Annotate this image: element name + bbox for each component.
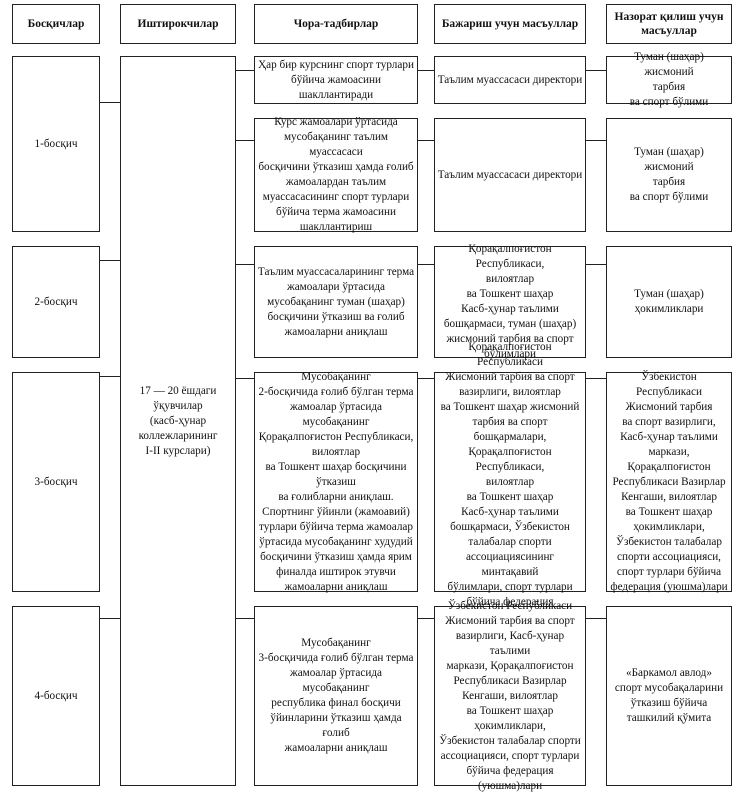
connector-activity-5 <box>236 618 254 619</box>
header-supervisors: Назорат қилиш учун масъуллар <box>606 4 732 44</box>
connector-activity-3 <box>236 264 254 265</box>
supervisor-3-text: Туман (шаҳар) ҳокимликлари <box>634 288 704 315</box>
connector-executor-1 <box>418 70 434 71</box>
activity-5-text: Мусобақанинг 3-босқичида ғолиб бўлган те… <box>258 637 414 754</box>
supervisor-4-text: Ўзбекистон Республикаси Жисмоний тарбия … <box>610 370 728 593</box>
supervisor-row-5: «Баркамол авлод» спорт мусобақаларини ўт… <box>606 606 732 786</box>
supervisor-row-2: Туман (шаҳар) жисмоний тарбия ва спорт б… <box>606 118 732 232</box>
connector-executor-3 <box>418 264 434 265</box>
connector-supervisor-1 <box>586 70 606 71</box>
connector-activity-4 <box>236 378 254 379</box>
stage-2: 2-босқич <box>12 246 100 358</box>
executor-4-text: Қорақалпоғистон Республикаси Жисмоний та… <box>440 340 580 623</box>
activity-row-5: Мусобақанинг 3-босқичида ғолиб бўлган те… <box>254 606 418 786</box>
activity-row-2: Курс жамоалари ўртасида мусобақанинг таъ… <box>254 116 418 233</box>
connector-supervisor-2 <box>586 140 606 141</box>
connector-stage-3 <box>100 376 120 377</box>
stage-3-label: 3-босқич <box>34 475 78 488</box>
supervisor-row-3: Туман (шаҳар) ҳокимликлари <box>606 246 732 358</box>
activity-row-4: Мусобақанинг 2-босқичида ғолиб бўлган те… <box>254 370 418 593</box>
header-participants: Иштирокчилар <box>120 4 236 44</box>
header-stages: Босқичлар <box>12 4 100 44</box>
activity-2-text: Курс жамоалари ўртасида мусобақанинг таъ… <box>258 116 414 233</box>
header-executors-label: Бажариш учун масъуллар <box>441 18 579 30</box>
executor-row-5: Ўзбекистон Республикаси Жисмоний тарбия … <box>434 600 586 792</box>
executor-row-4: Қорақалпоғистон Республикаси Жисмоний та… <box>434 341 586 623</box>
connector-stage-1 <box>100 102 120 103</box>
header-activities-label: Чора-тадбирлар <box>293 18 379 30</box>
stage-1-label: 1-босқич <box>34 137 78 150</box>
activity-row-3: Таълим муассасаларининг терма жамоалари … <box>254 246 418 358</box>
activity-1-text: Ҳар бир курснинг спорт турлари бўйича жа… <box>258 58 414 101</box>
supervisor-row-1: Туман (шаҳар) жисмоний тарбия ва спорт б… <box>606 51 732 108</box>
stage-1: 1-босқич <box>12 56 100 232</box>
connector-executor-4 <box>418 378 434 379</box>
supervisor-row-4: Ўзбекистон Республикаси Жисмоний тарбия … <box>606 370 732 593</box>
connector-executor-2 <box>418 140 434 141</box>
stage-3: 3-босқич <box>12 372 100 592</box>
header-supervisors-label: Назорат қилиш учун масъуллар <box>614 11 724 37</box>
executor-1-text: Таълим муассасаси директори <box>437 73 583 86</box>
participants-label: 17 — 20 ёшдаги ўқувчилар (касб-ҳунар кол… <box>138 384 218 457</box>
supervisor-5-text: «Баркамол авлод» спорт мусобақаларини ўт… <box>614 667 724 724</box>
connector-activity-2 <box>236 140 254 141</box>
activity-4-text: Мусобақанинг 2-босқичида ғолиб бўлган те… <box>258 370 414 593</box>
executor-row-3: Қорақалпоғистон Республикаси, вилоятлар … <box>434 243 586 360</box>
connector-stage-2 <box>100 260 120 261</box>
executor-2-text: Таълим муассасаси директори <box>437 168 583 181</box>
executor-5-text: Ўзбекистон Республикаси Жисмоний тарбия … <box>439 599 581 792</box>
connector-supervisor-5 <box>586 618 606 619</box>
connector-executor-5 <box>418 618 434 619</box>
executor-3-text: Қорақалпоғистон Республикаси, вилоятлар … <box>443 243 577 360</box>
connector-stage-4 <box>100 618 120 619</box>
supervisor-1-text: Туман (шаҳар) жисмоний тарбия ва спорт б… <box>629 51 709 108</box>
participants-box: 17 — 20 ёшдаги ўқувчилар (касб-ҳунар кол… <box>120 56 236 786</box>
connector-supervisor-3 <box>586 264 606 265</box>
header-executors: Бажариш учун масъуллар <box>434 4 586 44</box>
connector-supervisor-4 <box>586 378 606 379</box>
stage-2-label: 2-босқич <box>34 295 78 308</box>
stage-4-label: 4-босқич <box>34 689 78 702</box>
header-stages-label: Босқичлар <box>27 18 85 30</box>
stage-4: 4-босқич <box>12 606 100 786</box>
supervisor-2-text: Туман (шаҳар) жисмоний тарбия ва спорт б… <box>629 146 709 203</box>
activity-row-1: Ҳар бир курснинг спорт турлари бўйича жа… <box>254 56 418 104</box>
header-activities: Чора-тадбирлар <box>254 4 418 44</box>
connector-activity-1 <box>236 70 254 71</box>
header-participants-label: Иштирокчилар <box>137 18 219 30</box>
executor-row-1: Таълим муассасаси директори <box>434 56 586 104</box>
executor-row-2: Таълим муассасаси директори <box>434 118 586 232</box>
activity-3-text: Таълим муассасаларининг терма жамоалари … <box>257 265 415 338</box>
